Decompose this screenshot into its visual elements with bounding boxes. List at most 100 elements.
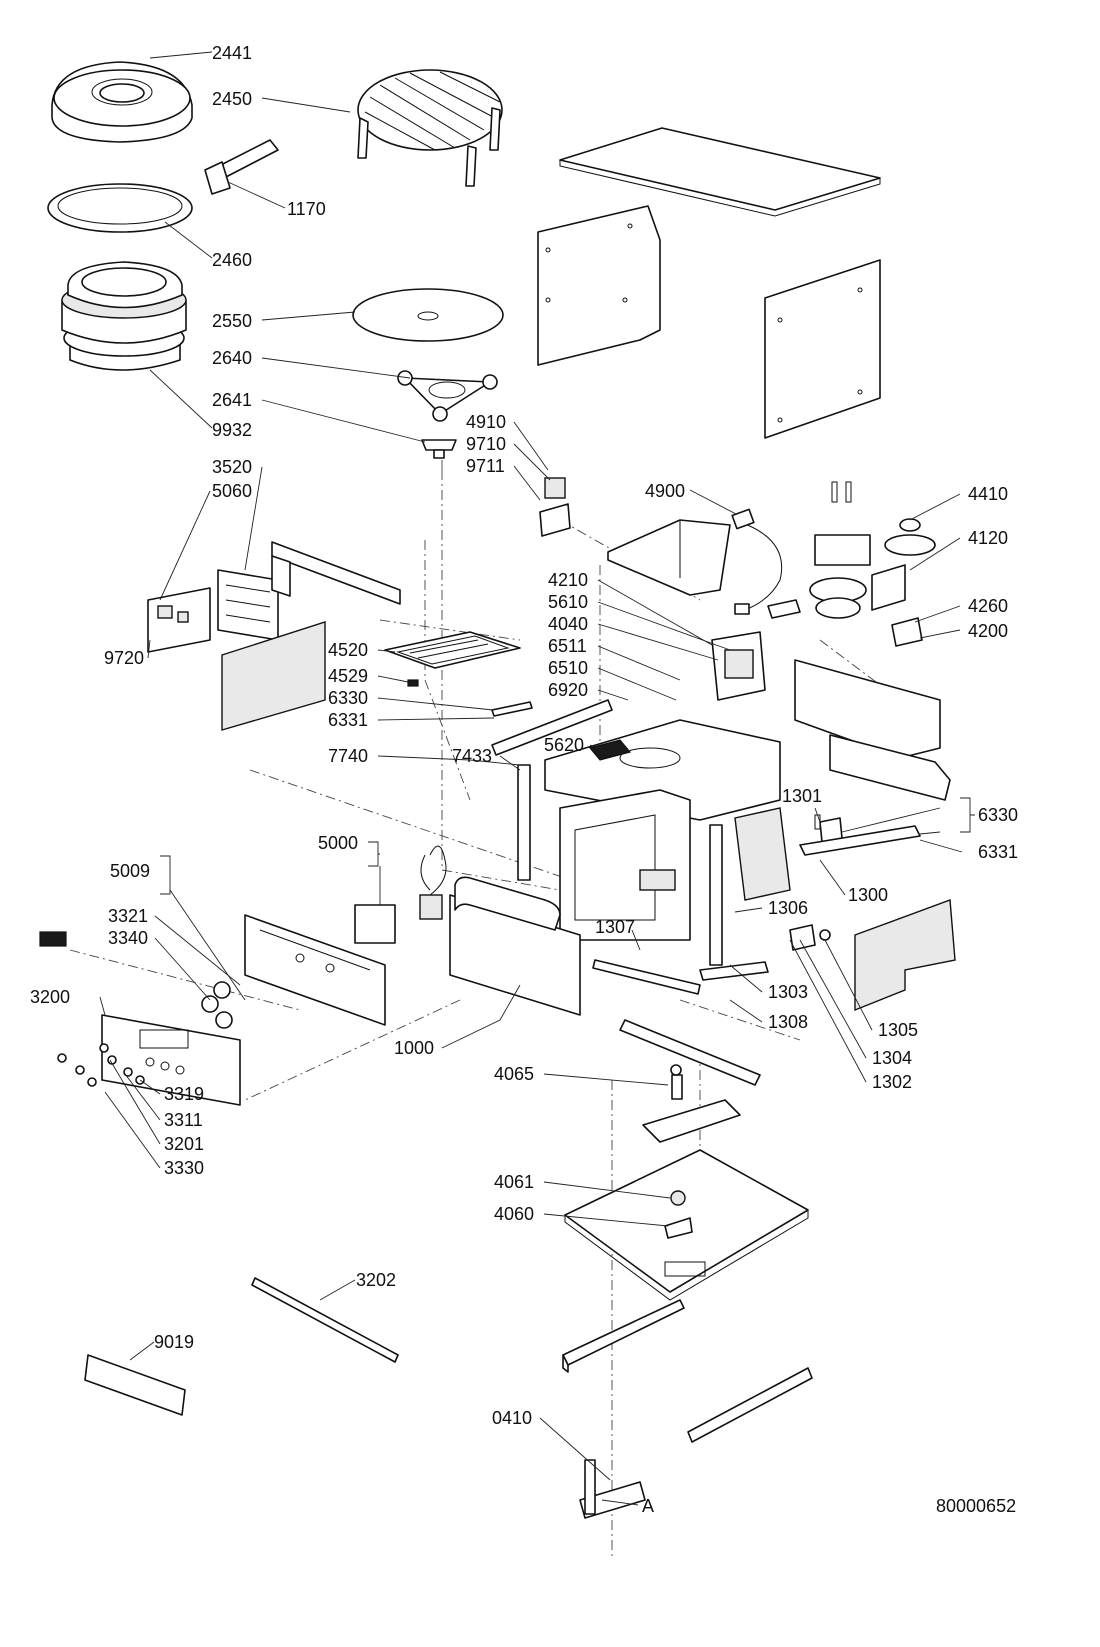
label-1308: 1308 [768,1012,808,1032]
control-pcb [147,587,211,653]
foot-bracket [579,1459,646,1519]
label-4520: 4520 [328,640,368,660]
label-5060: 5060 [212,481,252,501]
label-6330-a: 6330 [328,688,368,708]
waveguide-cover [607,519,731,596]
label-4260: 4260 [968,596,1008,616]
label-9019: 9019 [154,1332,194,1352]
insulation-pad-left [221,621,326,731]
label-3319: 3319 [164,1084,204,1104]
label-4120: 4120 [968,528,1008,548]
control-module [244,914,386,1026]
insulation-pad-right [854,899,956,1012]
label-6920: 6920 [548,680,588,700]
label-3321: 3321 [108,906,148,926]
turntable-motor [664,1190,693,1239]
label-3201: 3201 [164,1134,204,1154]
label-1302: 1302 [872,1072,912,1092]
cabinet-right-side-panel [764,259,881,439]
label-4900: 4900 [645,481,685,501]
label-4529: 4529 [328,666,368,686]
dish-handle [204,139,279,195]
cavity-reinforcement-rail [491,699,613,756]
document-code: 80000652 [936,1496,1016,1516]
hinge-assembly-right [789,924,831,951]
label-1303: 1303 [768,982,808,1002]
leader-lines [99,51,975,1506]
door-hinge-left [517,764,531,881]
fixing-strip [491,701,533,717]
label-1307: 1307 [595,917,635,937]
label-2450: 2450 [212,89,252,109]
label-1305: 1305 [878,1020,918,1040]
label-1300: 1300 [848,885,888,905]
element-clip [407,679,419,687]
crisp-plate [47,183,193,233]
fan-bracket [871,564,906,611]
base-cross-member [619,1019,761,1086]
cabinet-top-panel [559,127,881,217]
front-foot-rail [562,1299,685,1373]
part-labels: 2441 2450 1170 2460 2550 2640 2641 9932 … [30,43,1018,1516]
label-4200: 4200 [968,621,1008,641]
upper-cavity-bracket [271,541,401,605]
wiring-harness [420,845,447,896]
label-2441: 2441 [212,43,252,63]
fan-motor [814,481,936,566]
label-6510: 6510 [548,658,588,678]
label-3340: 3340 [108,928,148,948]
label-4040: 4040 [548,614,588,634]
door-hinge-right [709,824,723,966]
label-5000: 5000 [318,833,358,853]
pcb-bracket [217,569,279,641]
bottom-cavity-rail [592,959,769,995]
turntable-motor-plate [642,1064,741,1143]
thermal-cutout [891,617,923,647]
interlock-switch-bracket [539,477,571,537]
label-4910: 4910 [466,412,506,432]
label-9720: 9720 [104,648,144,668]
door-frame [559,789,691,941]
label-1301: 1301 [782,786,822,806]
label-3520: 3520 [212,457,252,477]
label-6330-b: 6330 [978,805,1018,825]
front-trim [84,1354,186,1416]
side-cover [734,807,791,901]
label-2640: 2640 [212,348,252,368]
label-9711: 9711 [466,456,505,476]
display-cover [39,931,67,947]
fan-blade [809,577,867,619]
label-9932: 9932 [212,420,252,440]
label-1170: 1170 [287,199,326,219]
label-5610: 5610 [548,592,588,612]
steamer-set [61,261,187,371]
knob-group [201,981,233,1029]
label-5620: 5620 [544,735,584,755]
label-6331-a: 6331 [328,710,368,730]
door-interlock-lever [799,825,921,856]
relay-block [354,894,443,944]
label-2641: 2641 [212,390,252,410]
label-3200: 3200 [30,987,70,1007]
label-0410: 0410 [492,1408,532,1428]
label-1304: 1304 [872,1048,912,1068]
turntable-coupler [421,439,457,459]
grill-rack [357,69,503,187]
label-3330: 3330 [164,1158,204,1178]
roller-support [397,370,498,422]
label-9710: 9710 [466,434,506,454]
oven-cavity [544,719,781,821]
label-7740: 7740 [328,746,368,766]
label-7433: 7433 [452,746,492,766]
label-4410: 4410 [968,484,1008,504]
label-1306: 1306 [768,898,808,918]
door-panel [449,876,581,1016]
label-3311: 3311 [164,1110,203,1130]
label-4210: 4210 [548,570,588,590]
label-2550: 2550 [212,311,252,331]
rear-foot-rail [687,1367,813,1443]
rear-panel-bracket [794,659,951,801]
cabinet-left-side-panel [537,205,661,366]
power-cord [731,508,801,619]
